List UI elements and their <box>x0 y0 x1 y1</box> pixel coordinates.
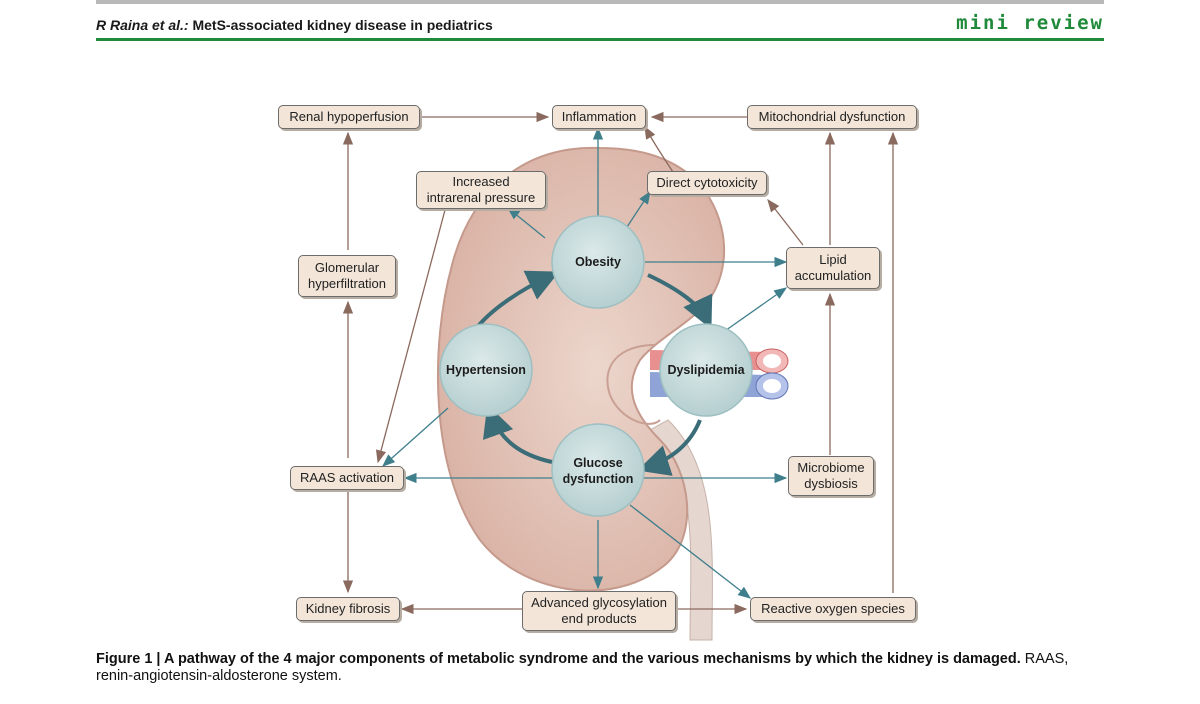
box-renal-hypoperfusion: Renal hypoperfusion <box>278 105 420 129</box>
label-dyslipidemia: Dyslipidemia <box>667 363 745 377</box>
box-glomerular-hyperfiltration: Glomerular hyperfiltration <box>298 255 396 297</box>
dyslipidemia-circle <box>659 323 753 417</box>
glucose-circle <box>551 423 645 517</box>
box-raas-activation: RAAS activation <box>290 466 404 490</box>
label-glucose-dysfunction: Glucose dysfunction <box>562 456 634 486</box>
box-reactive-oxygen-species: Reactive oxygen species <box>750 597 916 621</box>
box-microbiome-dysbiosis: Microbiome dysbiosis <box>788 456 874 496</box>
label-hypertension: Hypertension <box>446 363 526 377</box>
header-rule <box>96 38 1104 41</box>
caption-text: RAAS, renin-angiotensin-aldosterone syst… <box>96 651 1069 684</box>
obesity-circle <box>551 215 645 309</box>
box-direct-cytotoxicity: Direct cytotoxicity <box>647 171 767 195</box>
label-obesity: Obesity <box>575 255 621 269</box>
box-lipid-accumulation: Lipid accumulation <box>786 247 880 289</box>
section-label: mini review <box>956 12 1104 34</box>
box-inflammation: Inflammation <box>552 105 646 129</box>
box-mitochondrial-dysfunction: Mitochondrial dysfunction <box>747 105 917 129</box>
figure-caption: Figure 1 | A pathway of the 4 major comp… <box>96 651 1104 685</box>
box-kidney-fibrosis: Kidney fibrosis <box>296 597 400 621</box>
running-title: R Raina et al.: MetS-associated kidney d… <box>96 17 493 33</box>
kidney-shape <box>436 146 726 592</box>
box-advanced-glycosylation: Advanced glycosylation end products <box>522 591 676 631</box>
hypertension-circle <box>439 323 533 417</box>
running-title-text: MetS-associated kidney disease in pediat… <box>192 17 493 33</box>
caption-label: Figure 1 | A pathway of the 4 major comp… <box>96 651 1021 667</box>
running-head: R Raina et al.: MetS-associated kidney d… <box>96 12 1104 43</box>
top-rule <box>96 0 1104 4</box>
box-increased-intrarenal-pressure: Increased intrarenal pressure <box>416 171 546 209</box>
running-authors: R Raina et al.: <box>96 17 189 33</box>
circles <box>439 215 753 517</box>
